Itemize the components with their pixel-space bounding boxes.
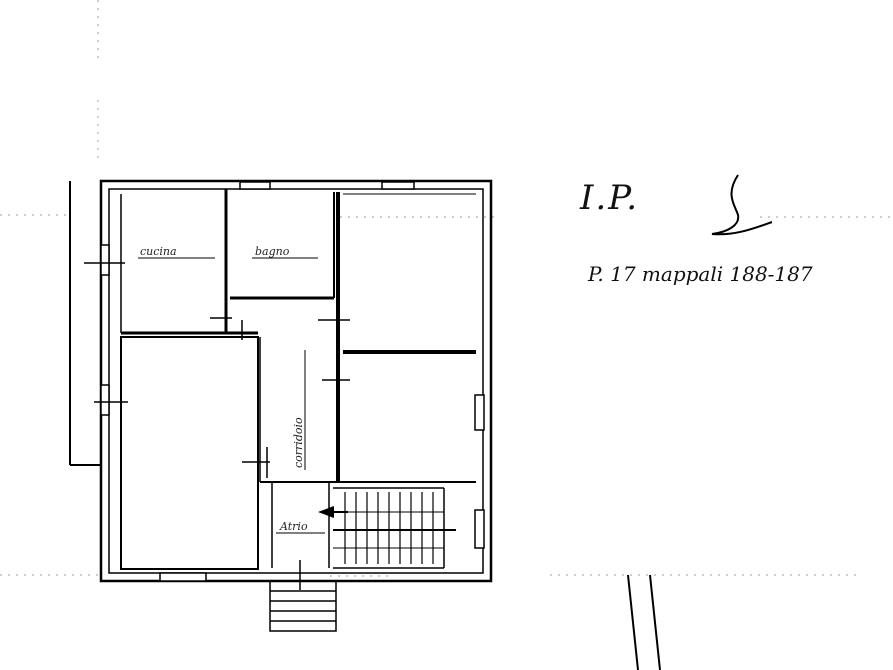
entrance-steps: [269, 560, 337, 632]
room-label-bagno: bagno: [255, 245, 290, 258]
room-label-cucina: cucina: [140, 245, 177, 258]
room-label-corridoio: corridoio: [292, 417, 305, 468]
drawing-subtitle: P. 17 mappali 188-187: [588, 262, 813, 286]
drawing-title: I.P.: [580, 178, 640, 218]
staircase: [318, 487, 456, 569]
boundary-lines: [627, 574, 661, 670]
terrace-outline: [69, 181, 101, 466]
windows: [100, 181, 485, 582]
door-marks: [84, 262, 350, 478]
signature-mark: [711, 174, 773, 236]
interior-walls: [120, 189, 476, 570]
reference-lines: [0, 0, 893, 577]
room-label-atrio: Atrio: [279, 520, 308, 533]
